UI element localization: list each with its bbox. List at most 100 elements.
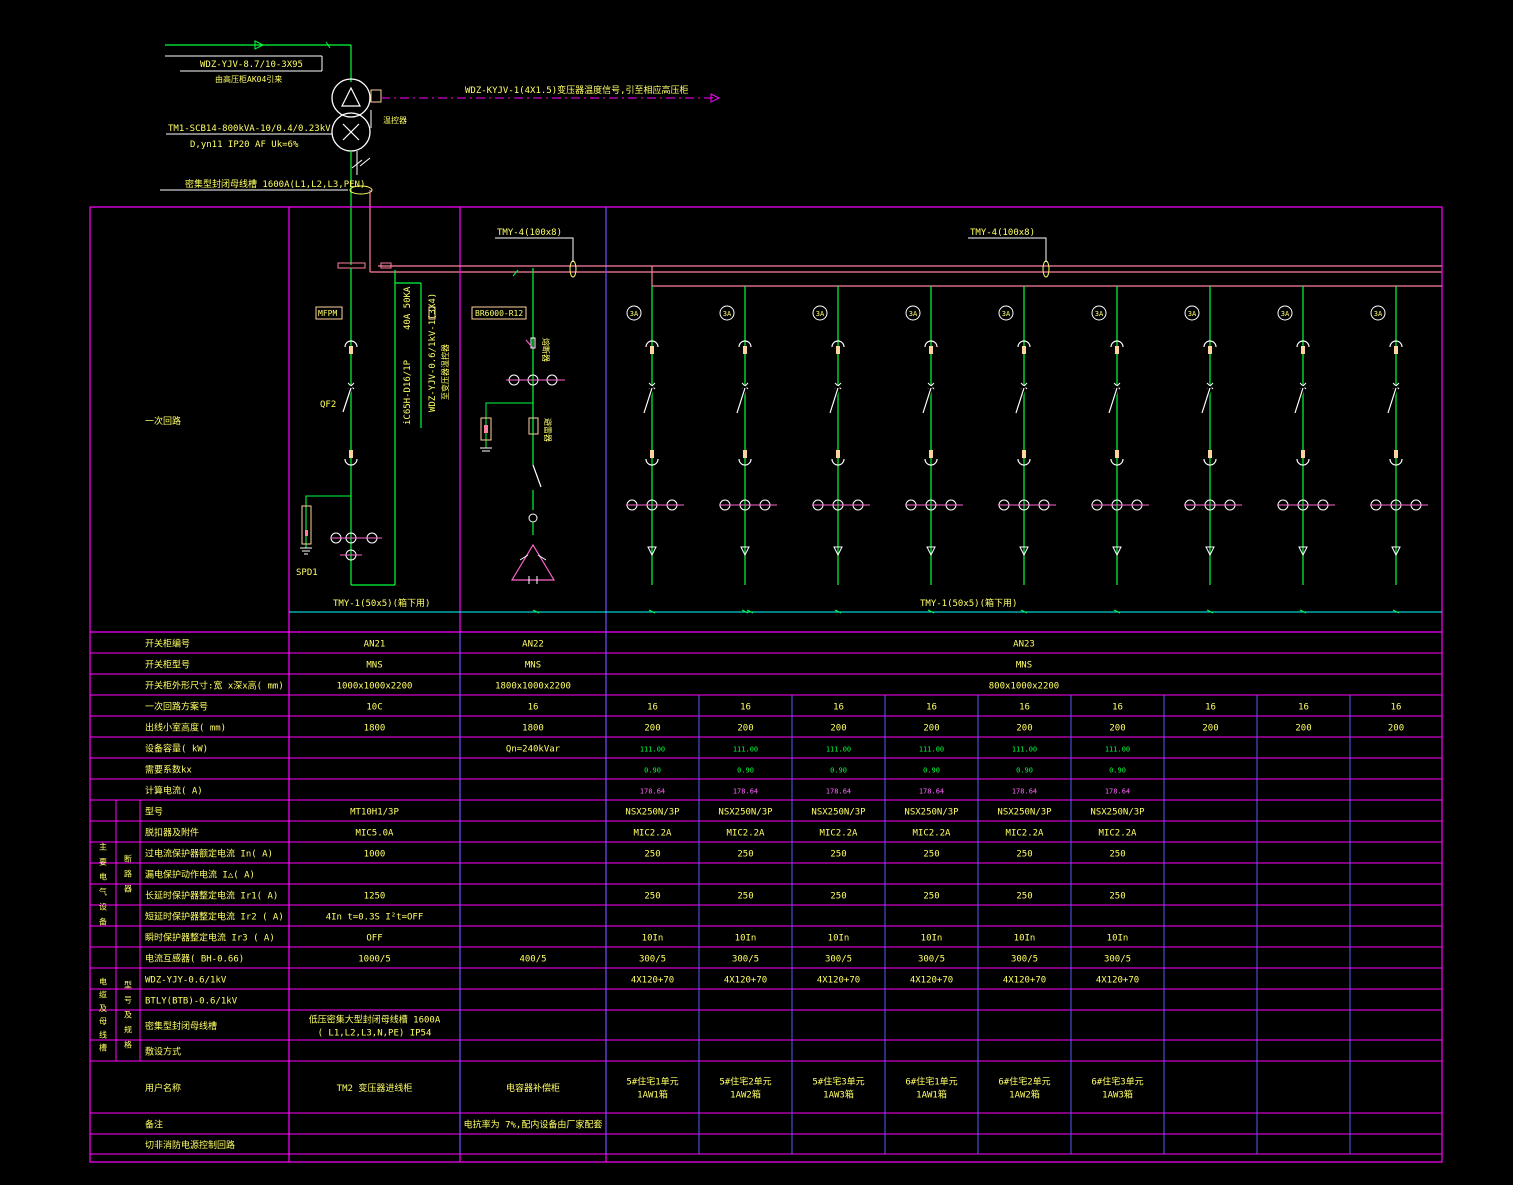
cell-value: 4In t=0.3S I²t=OFF xyxy=(326,913,424,923)
feeder-5: 3A xyxy=(998,286,1056,614)
cell-value: 178.64 xyxy=(826,788,851,796)
cell-value: 16 xyxy=(1112,703,1123,713)
group-cable: 电 xyxy=(99,976,107,986)
cell-value: MNS xyxy=(1016,661,1032,671)
row-label: 用户名称 xyxy=(145,1082,181,1094)
transformer-incoming-area: WDZ-YJV-8.7/10-3X95 由高压柜AK04引来 WDZ-KYJV-… xyxy=(160,40,1442,273)
aux-rating-label: 40A 50KA xyxy=(403,286,413,330)
cell-value: AN23 xyxy=(1013,640,1035,650)
cell-value: 1AW1箱 xyxy=(916,1089,947,1101)
row-label: 漏电保护动作电流 I△( A) xyxy=(145,869,255,881)
cell-value: 250 xyxy=(737,850,753,860)
cell-value: 0.90 xyxy=(1016,767,1033,775)
row-label: 备注 xyxy=(145,1119,163,1131)
cell-value: 1000x1000x2200 xyxy=(337,682,413,692)
group-main-equipment: 备 xyxy=(99,917,107,927)
table-row: 备注电抗率为 7%,配内设备由厂家配套 xyxy=(90,1113,1442,1135)
cell-value: 300/5 xyxy=(732,955,759,965)
cell-value: 10In xyxy=(735,934,757,944)
feeder-tag: 3A xyxy=(816,310,825,318)
cell-value: 178.64 xyxy=(640,788,665,796)
busbar-label-right: TMY-4(100x8) xyxy=(970,228,1035,238)
cell-value: 4X120+70 xyxy=(724,976,767,986)
row-label: 敷设方式 xyxy=(145,1046,181,1058)
cell-value: 0.90 xyxy=(923,767,940,775)
cell-value: 5#住宅2单元 xyxy=(719,1076,771,1088)
feeder-8: 3A xyxy=(1277,286,1335,614)
cell-value: 电容器补偿柜 xyxy=(506,1082,560,1094)
feeder-9: 3A xyxy=(1370,286,1428,614)
group-cable: 及 xyxy=(99,1004,107,1013)
cell-value: 10In xyxy=(921,934,943,944)
primary-circuit-label: 一次回路 xyxy=(145,415,181,427)
cell-value: OFF xyxy=(366,934,382,944)
cell-value: 4X120+70 xyxy=(1003,976,1046,986)
cell-value: 16 xyxy=(528,703,539,713)
cell-value: 16 xyxy=(740,703,751,713)
cell-value: 16 xyxy=(1019,703,1030,713)
cell-value: 5#住宅3单元 xyxy=(812,1076,864,1088)
group-cable: 槽 xyxy=(99,1043,107,1053)
cell-value: MIC5.0A xyxy=(356,829,395,839)
incoming-cable-label: WDZ-YJV-8.7/10-3X95 xyxy=(200,60,303,70)
cell-value: 111.00 xyxy=(640,746,665,754)
thermostat-label: 温控器 xyxy=(383,115,407,125)
cell-value: 1AW3箱 xyxy=(823,1089,854,1101)
spd1-box xyxy=(301,505,312,545)
cell-value: 111.00 xyxy=(1105,746,1130,754)
pe-bar-label-right: TMY-1(50x5)(箱下用) xyxy=(920,597,1017,609)
cell-value: MIC2.2A xyxy=(820,829,859,839)
row-label: 开关柜编号 xyxy=(145,638,190,650)
table-row: 切非消防电源控制回路 xyxy=(90,1134,1442,1155)
cell-value: 16 xyxy=(1298,703,1309,713)
cell-value: 6#住宅3单元 xyxy=(1091,1076,1143,1088)
cell-value: 1250 xyxy=(364,892,386,902)
diagram-frame xyxy=(89,206,1443,1163)
row-label: 电流互感器( BH-0.66) xyxy=(145,953,244,965)
group-cable-spec: 型 xyxy=(124,981,132,990)
group-breaker: 路 xyxy=(124,869,132,879)
cell-value: 16 xyxy=(833,703,844,713)
capacitor-panel-circuit: BR6000-R12 熔断器 避雷器 xyxy=(471,268,565,584)
cell-value: MIC2.2A xyxy=(913,829,952,839)
cell-value: 200 xyxy=(923,724,939,734)
row-label: 型号 xyxy=(145,807,163,818)
cell-value: 200 xyxy=(1388,724,1404,734)
cell-value: 250 xyxy=(737,892,753,902)
cell-value: 1000 xyxy=(364,850,386,860)
cell-value: AN21 xyxy=(364,640,386,650)
cell-value: 4X120+70 xyxy=(1096,976,1139,986)
cell-value: 250 xyxy=(1109,892,1125,902)
cell-value: 1000/5 xyxy=(358,955,391,965)
cell-value: 5#住宅1单元 xyxy=(626,1076,678,1088)
cell-value: 10In xyxy=(1107,934,1129,944)
cell-value: AN22 xyxy=(522,640,544,650)
row-label: 出线小室高度( mm) xyxy=(145,722,226,734)
cell-value: 200 xyxy=(830,724,846,734)
cell-value: 300/5 xyxy=(639,955,666,965)
cell-value: 1800 xyxy=(364,724,386,734)
cell-value: 6#住宅1单元 xyxy=(905,1076,957,1088)
cell-value: 200 xyxy=(1016,724,1032,734)
feeder-tag: 3A xyxy=(1095,310,1104,318)
cell-value: 1AW1箱 xyxy=(637,1089,668,1101)
cell-value: MIC2.2A xyxy=(1006,829,1045,839)
feeder-tag: 3A xyxy=(909,310,918,318)
control-cable-label: WDZ-KYJV-1(4X1.5)变压器温度信号,引至相应高压柜 xyxy=(465,84,689,96)
cell-value: 16 xyxy=(926,703,937,713)
cell-value: 200 xyxy=(1295,724,1311,734)
spd1-label: SPD1 xyxy=(296,568,318,578)
cell-value: 200 xyxy=(737,724,753,734)
cell-value: NSX250N/3P xyxy=(811,808,866,818)
cell-value: 250 xyxy=(830,892,846,902)
group-cable-spec: 及 xyxy=(124,1011,132,1020)
cell-value: 400/5 xyxy=(519,955,546,965)
